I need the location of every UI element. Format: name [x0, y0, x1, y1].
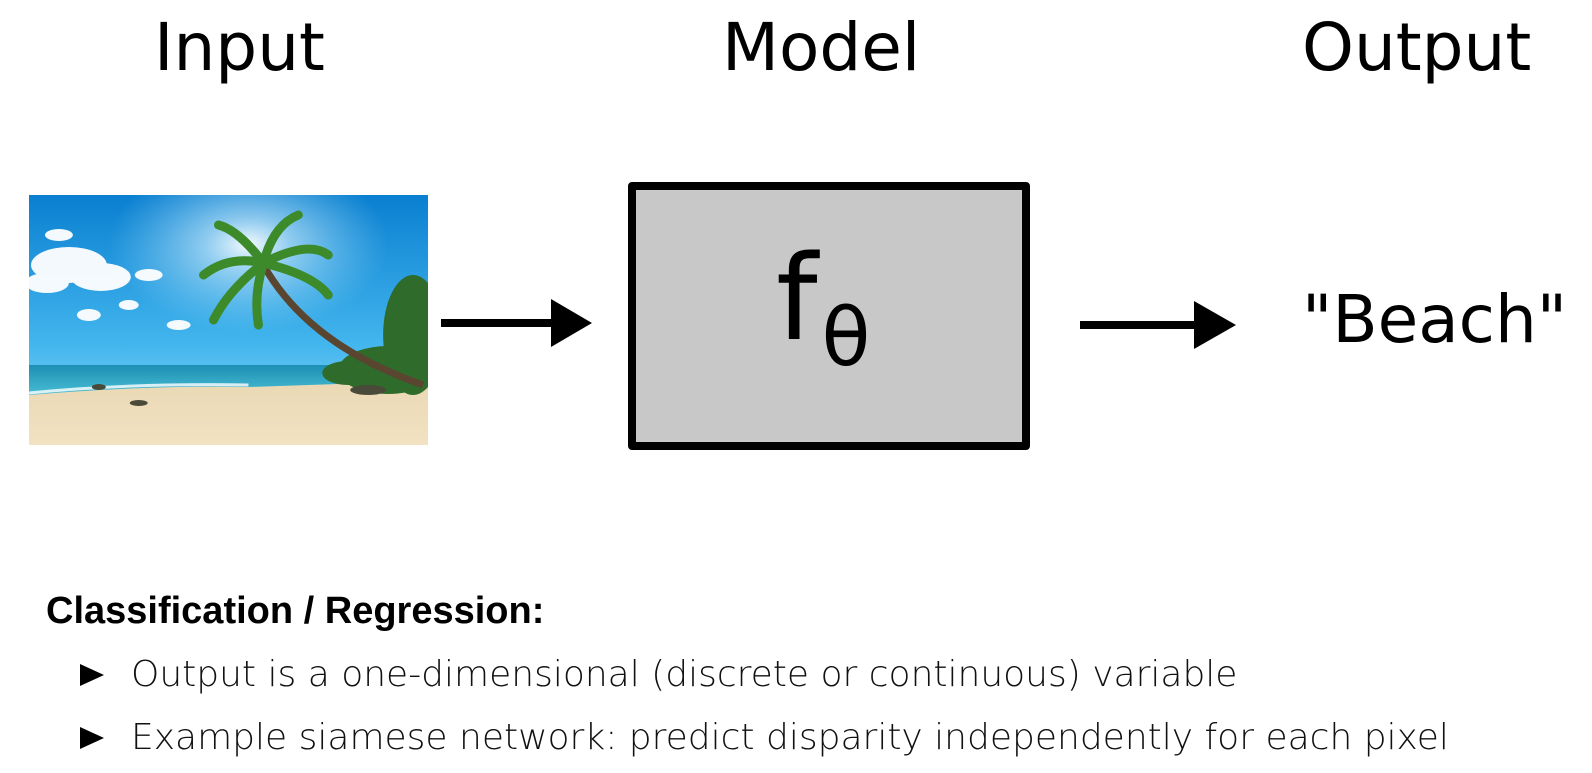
output-header: Output	[1302, 9, 1532, 86]
bullet-text: Example siamese network: predict dispari…	[131, 717, 1449, 758]
model-symbol: f	[776, 229, 818, 367]
model-function-label: fθ	[776, 228, 871, 384]
output-value: "Beach"	[1302, 281, 1568, 358]
input-header: Input	[154, 9, 325, 86]
model-box	[628, 182, 1030, 450]
triangle-bullet-icon	[80, 664, 104, 686]
triangle-bullet-icon	[80, 727, 104, 749]
model-subscript: θ	[821, 291, 871, 384]
bullet-text: Output is a one-dimensional (discrete or…	[131, 654, 1238, 695]
right-arrow-icon	[441, 299, 592, 347]
section-heading: Classification / Regression:	[46, 590, 545, 632]
model-header: Model	[722, 9, 921, 86]
beach-photo	[29, 195, 428, 445]
right-arrow-icon	[1080, 301, 1236, 349]
